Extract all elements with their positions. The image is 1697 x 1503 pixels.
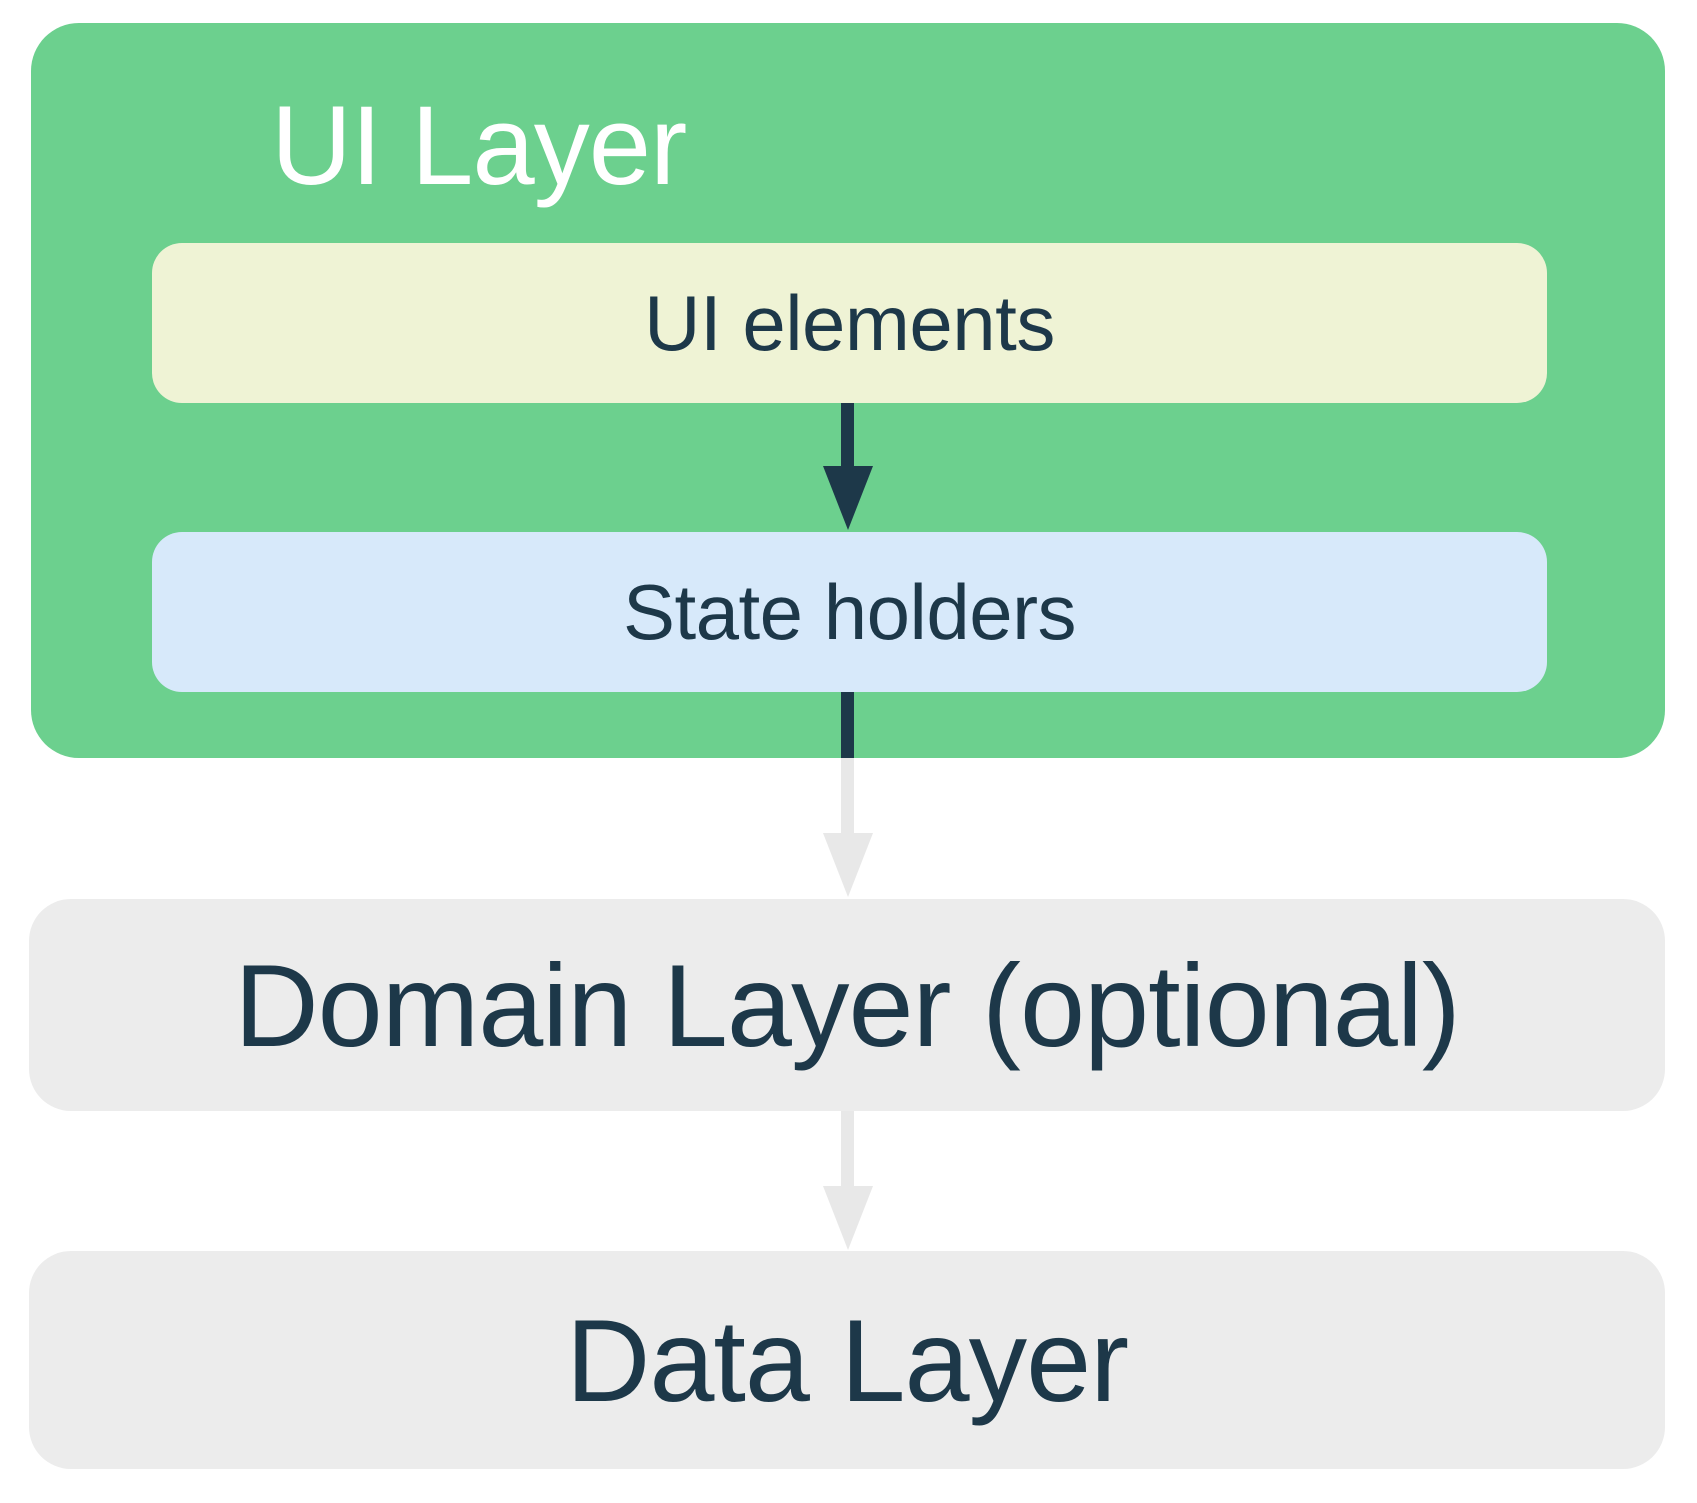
arrow-state-holders-to-domain-head-icon [823,833,873,897]
arrow-state-holders-to-domain-dark-shaft-icon [841,692,854,758]
state-holders-label: State holders [622,567,1077,656]
arrow-ui-elements-to-state-holders-shaft-icon [841,403,854,466]
domain-layer-box: Domain Layer (optional) [29,899,1665,1111]
data-layer-box: Data Layer [29,1251,1665,1469]
arrow-state-holders-to-domain-light-shaft-icon [841,758,854,833]
ui-layer-title: UI Layer [271,82,687,208]
arrow-domain-to-data-head-icon [823,1186,873,1250]
ui-elements-label: UI elements [644,278,1055,367]
arrow-domain-to-data-shaft-icon [841,1111,854,1186]
state-holders-box: State holders [152,532,1547,692]
ui-elements-box: UI elements [152,243,1547,403]
arrow-ui-elements-to-state-holders-head-icon [823,466,873,530]
domain-layer-label: Domain Layer (optional) [234,939,1461,1071]
data-layer-label: Data Layer [565,1294,1129,1426]
